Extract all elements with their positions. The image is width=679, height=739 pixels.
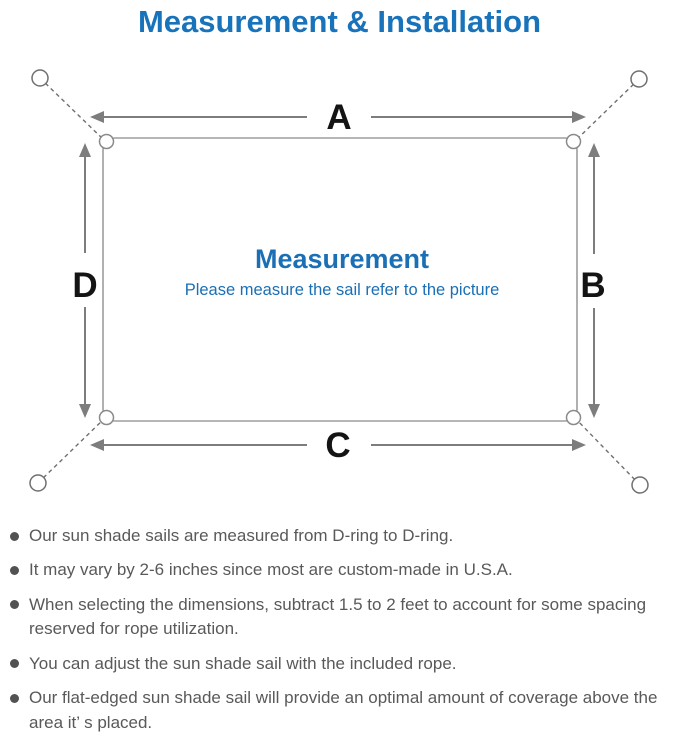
list-item: It may vary by 2-6 inches since most are… bbox=[10, 558, 673, 582]
page-title: Measurement & Installation bbox=[137, 4, 542, 39]
rope-line-bottom-right bbox=[573, 416, 641, 486]
rope-line-top-right bbox=[573, 78, 640, 143]
anchor-ring-icon-top-left bbox=[31, 69, 49, 87]
anchor-ring-icon-bottom-right bbox=[631, 476, 649, 494]
arrowhead-down-icon bbox=[588, 404, 600, 418]
d-ring-icon-bottom-right bbox=[565, 409, 582, 426]
list-item: When selecting the dimensions, subtract … bbox=[10, 593, 673, 642]
arrowhead-right-icon bbox=[572, 111, 586, 123]
d-ring-icon-bottom-left bbox=[98, 409, 115, 426]
list-item: You can adjust the sun shade sail with t… bbox=[10, 652, 673, 676]
dimension-label-b: B bbox=[580, 266, 605, 305]
arrowhead-up-icon bbox=[79, 143, 91, 157]
sail-outline bbox=[102, 137, 578, 422]
diagram-center-title: Measurement bbox=[255, 244, 429, 274]
anchor-ring-icon-top-right bbox=[630, 70, 648, 88]
anchor-ring-icon-bottom-left bbox=[29, 474, 47, 492]
list-item: Our flat-edged sun shade sail will provi… bbox=[10, 686, 673, 735]
dimension-label-d: D bbox=[72, 266, 97, 305]
dimension-arrow-top bbox=[90, 111, 586, 123]
rope-line-top-left bbox=[39, 77, 107, 143]
arrowhead-left-icon bbox=[90, 439, 104, 451]
arrowhead-down-icon bbox=[79, 404, 91, 418]
dimension-arrow-right bbox=[588, 143, 600, 418]
dimension-label-c: C bbox=[325, 426, 350, 465]
dimension-arrow-bottom bbox=[90, 439, 586, 451]
d-ring-icon-top-right bbox=[565, 133, 582, 150]
arrowhead-up-icon bbox=[588, 143, 600, 157]
rope-line-bottom-left bbox=[37, 416, 107, 484]
dimension-arrow-left bbox=[79, 143, 91, 418]
notes-list: Our sun shade sails are measured from D-… bbox=[0, 524, 679, 739]
d-ring-icon-top-left bbox=[98, 133, 115, 150]
measurement-diagram: A B C D Measurement Please measure the s… bbox=[29, 69, 649, 494]
diagram-center-subtitle: Please measure the sail refer to the pic… bbox=[185, 281, 500, 299]
arrowhead-right-icon bbox=[572, 439, 586, 451]
list-item: Our sun shade sails are measured from D-… bbox=[10, 524, 673, 548]
dimension-label-a: A bbox=[326, 98, 351, 137]
arrowhead-left-icon bbox=[90, 111, 104, 123]
